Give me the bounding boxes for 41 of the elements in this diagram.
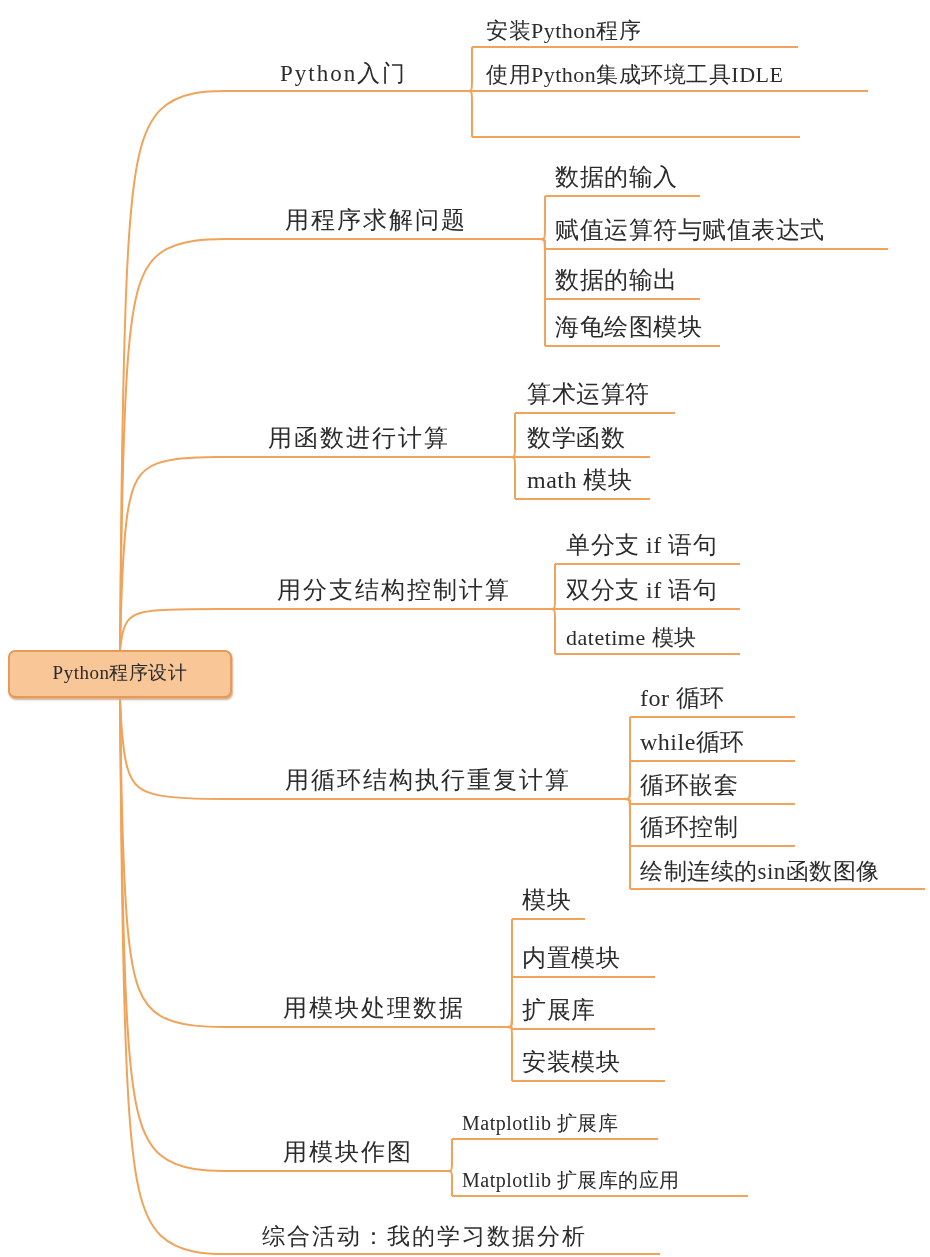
topic-label: 循环控制	[640, 814, 738, 843]
topic-label: 数据的输入	[555, 164, 678, 193]
topic-label: Matplotlib 扩展库	[462, 1112, 619, 1137]
topic-label: 用分支结构控制计算	[277, 577, 511, 606]
topic-label: 单分支 if 语句	[566, 532, 718, 561]
topic-label: 循环嵌套	[640, 772, 738, 801]
topic-label: 用模块作图	[283, 1139, 413, 1168]
branch-line	[465, 90, 473, 138]
topic-label: 赋值运算符与赋值表达式	[555, 217, 825, 246]
topic-label: while循环	[640, 729, 745, 758]
branch-line	[538, 238, 546, 347]
topic-label: 海龟绘图模块	[555, 314, 702, 343]
topic-label: 内置模块	[522, 945, 620, 974]
topic-label: 模块	[522, 887, 571, 916]
topic-label: 用模块处理数据	[283, 995, 465, 1024]
topic-label: for 循环	[640, 685, 725, 714]
topic-label: 安装Python程序	[486, 17, 642, 45]
root-topic-box	[8, 650, 232, 698]
topic-label: 算术运算符	[527, 381, 650, 410]
topic-label: 用函数进行计算	[268, 425, 450, 454]
branch-line	[623, 798, 631, 890]
topic-label: Python入门	[280, 60, 408, 88]
topic-label: 数据的输出	[555, 267, 678, 296]
branch-line	[505, 1026, 513, 1082]
topic-label: 双分支 if 语句	[566, 577, 718, 606]
topic-label: 扩展库	[522, 997, 596, 1026]
topic-label: Matplotlib 扩展库的应用	[462, 1169, 680, 1194]
topic-label: 绘制连续的sin函数图像	[640, 858, 880, 886]
topic-label: 用程序求解问题	[285, 207, 467, 236]
branch-line	[548, 608, 556, 655]
branch-line	[508, 456, 516, 500]
topic-label: 安装模块	[522, 1049, 620, 1078]
topic-label: 使用Python集成环境工具IDLE	[486, 61, 784, 89]
branch-line	[119, 608, 236, 651]
topic-label: 综合活动：我的学习数据分析	[262, 1223, 587, 1251]
topic-label: math 模块	[527, 467, 633, 496]
topic-label: 用循环结构执行重复计算	[285, 767, 571, 796]
topic-label: 数学函数	[527, 425, 625, 454]
branch-line	[445, 1170, 453, 1197]
root-topic-label: Python程序设计	[52, 661, 188, 685]
topic-label: datetime 模块	[566, 624, 697, 652]
